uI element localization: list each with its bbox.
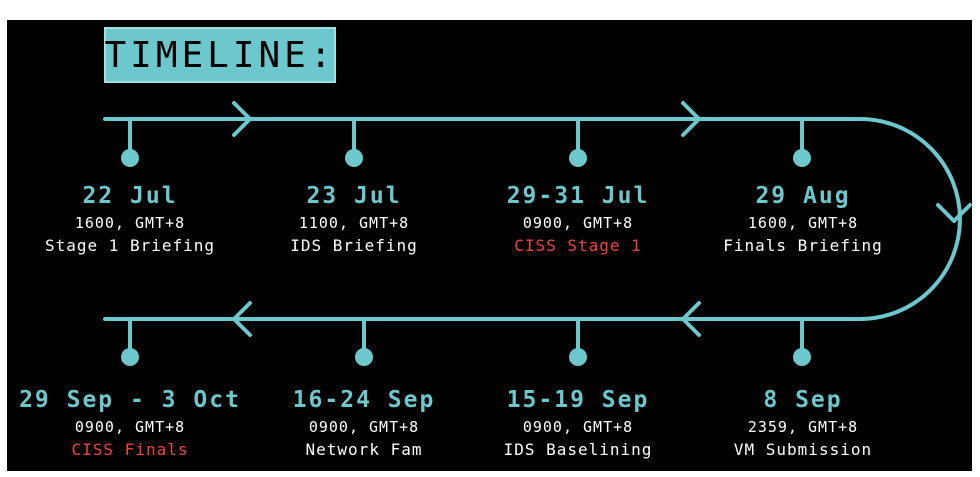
event-label: CISS Finals — [71, 440, 189, 459]
bottom-node — [569, 348, 587, 366]
top-node — [345, 149, 363, 167]
event-label: CISS Stage 1 — [514, 236, 642, 255]
event-time: 1100, GMT+8 — [298, 214, 410, 232]
event-label: IDS Baselining — [503, 440, 653, 459]
timeline-title-box: TIMELINE: — [104, 27, 336, 83]
event-time: 0900, GMT+8 — [522, 418, 634, 436]
arrow-right-icon — [681, 101, 701, 137]
arrow-right-icon — [232, 101, 252, 137]
event-date: 23 Jul — [306, 183, 402, 209]
event-ids-briefing: 23 Jul 1100, GMT+8 IDS Briefing — [239, 182, 469, 258]
event-time: 1600, GMT+8 — [74, 214, 186, 232]
event-date: 8 Sep — [763, 387, 843, 413]
event-time: 0900, GMT+8 — [74, 418, 186, 436]
event-time: 2359, GMT+8 — [747, 418, 859, 436]
event-label: VM Submission — [733, 440, 873, 459]
page-title: TIMELINE: — [104, 34, 336, 76]
event-date: 15-19 Sep — [506, 387, 650, 413]
event-date: 29-31 Jul — [506, 183, 650, 209]
event-time: 0900, GMT+8 — [522, 214, 634, 232]
event-date: 16-24 Sep — [292, 387, 436, 413]
arrow-left-icon — [681, 301, 701, 337]
top-node — [793, 149, 811, 167]
arrow-left-icon — [232, 301, 252, 337]
bottom-node — [355, 348, 373, 366]
event-label: Stage 1 Briefing — [44, 236, 216, 255]
event-stage1-briefing: 22 Jul 1600, GMT+8 Stage 1 Briefing — [15, 182, 245, 258]
timeline-board — [7, 20, 972, 471]
event-ids-baselining: 15-19 Sep 0900, GMT+8 IDS Baselining — [463, 386, 693, 462]
event-date: 29 Aug — [755, 183, 851, 209]
event-ciss-finals: 29 Sep - 3 Oct 0900, GMT+8 CISS Finals — [15, 386, 245, 462]
event-date: 29 Sep - 3 Oct — [19, 387, 241, 413]
event-label: Finals Briefing — [723, 236, 883, 255]
event-time: 1600, GMT+8 — [747, 214, 859, 232]
event-label: Network Fam — [305, 440, 423, 459]
bottom-node — [793, 348, 811, 366]
bottom-node — [121, 348, 139, 366]
event-network-fam: 16-24 Sep 0900, GMT+8 Network Fam — [249, 386, 479, 462]
arrow-down-icon — [936, 203, 972, 223]
top-node — [121, 149, 139, 167]
event-time: 0900, GMT+8 — [308, 418, 420, 436]
return-curve — [858, 117, 962, 321]
event-ciss-stage1: 29-31 Jul 0900, GMT+8 CISS Stage 1 — [463, 182, 693, 258]
event-vm-submission: 8 Sep 2359, GMT+8 VM Submission — [688, 386, 918, 462]
top-node — [569, 149, 587, 167]
event-date: 22 Jul — [82, 183, 178, 209]
event-label: IDS Briefing — [290, 236, 418, 255]
event-finals-briefing: 29 Aug 1600, GMT+8 Finals Briefing — [688, 182, 918, 258]
